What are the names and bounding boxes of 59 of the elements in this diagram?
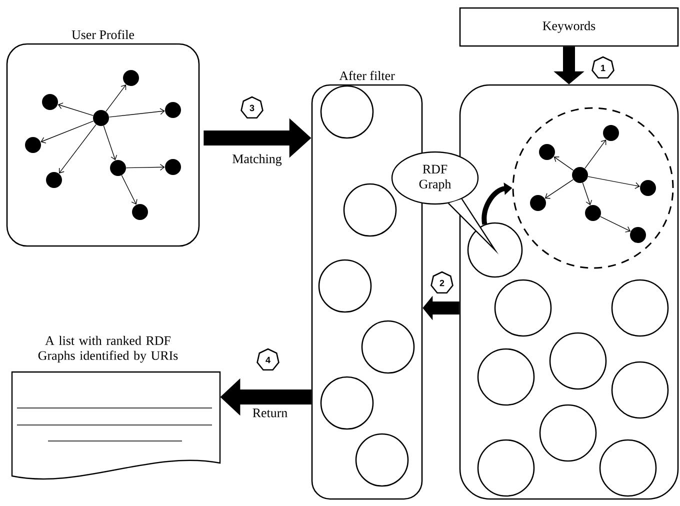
arrow <box>58 124 96 174</box>
keywords-box: Keywords <box>459 7 679 47</box>
arrow <box>121 174 138 205</box>
arrow <box>58 102 94 116</box>
arrow <box>582 182 592 206</box>
step-number: 1 <box>592 56 614 79</box>
graph-circle <box>320 376 374 430</box>
graph-circle <box>599 439 657 497</box>
callout-tail <box>448 198 499 254</box>
graph-dot <box>572 167 588 183</box>
graph-dot <box>25 137 41 153</box>
edge-label: Return <box>251 408 289 418</box>
arrow <box>554 156 574 171</box>
graph-dot <box>123 70 139 86</box>
rounded-panel <box>459 84 679 500</box>
graph-dot <box>165 159 181 175</box>
graph-circle <box>477 439 535 497</box>
step-number: 3 <box>240 96 264 119</box>
dashed-circle <box>512 107 674 269</box>
arrow <box>544 179 574 199</box>
panel-title: After filter <box>339 70 395 80</box>
graph-dot <box>46 172 62 188</box>
graph-circle <box>355 433 409 487</box>
graph-dot <box>165 102 181 118</box>
arrow <box>600 216 631 232</box>
graph-circle <box>549 332 607 390</box>
graph-dot <box>42 94 58 110</box>
graph-circle <box>611 361 669 419</box>
graph-dot <box>640 180 656 196</box>
arrow <box>103 125 118 160</box>
graph-circle <box>320 85 374 139</box>
edge-label: Matching <box>231 153 283 167</box>
arrow <box>588 176 640 189</box>
graph-circle <box>343 183 397 237</box>
graph-dot <box>530 195 546 211</box>
graph-circle <box>361 320 415 374</box>
panel-title: User Profile <box>72 30 134 40</box>
graph-circle <box>539 404 597 462</box>
graph-circle <box>467 222 523 278</box>
graph-circle <box>611 279 669 337</box>
arrow <box>126 164 165 171</box>
document-title: A list with ranked RDF Graphs identified by URIs <box>38 336 178 363</box>
graph-dot <box>585 205 601 221</box>
arrow <box>584 140 606 169</box>
graph-circle <box>318 259 372 313</box>
graph-dot <box>93 110 109 126</box>
graph-dot <box>132 204 148 220</box>
step-number: 4 <box>256 348 280 371</box>
graph-circle <box>477 348 535 406</box>
graph-dot <box>603 125 619 141</box>
arrow <box>108 108 165 118</box>
arrow <box>40 120 94 144</box>
arrow <box>106 84 126 112</box>
graph-dot <box>539 144 555 160</box>
step-number: 2 <box>430 271 454 294</box>
graph-dot <box>630 227 646 243</box>
graph-circle <box>494 279 552 337</box>
graph-dot <box>110 160 126 176</box>
speech-bubble: RDF Graph <box>391 151 479 205</box>
